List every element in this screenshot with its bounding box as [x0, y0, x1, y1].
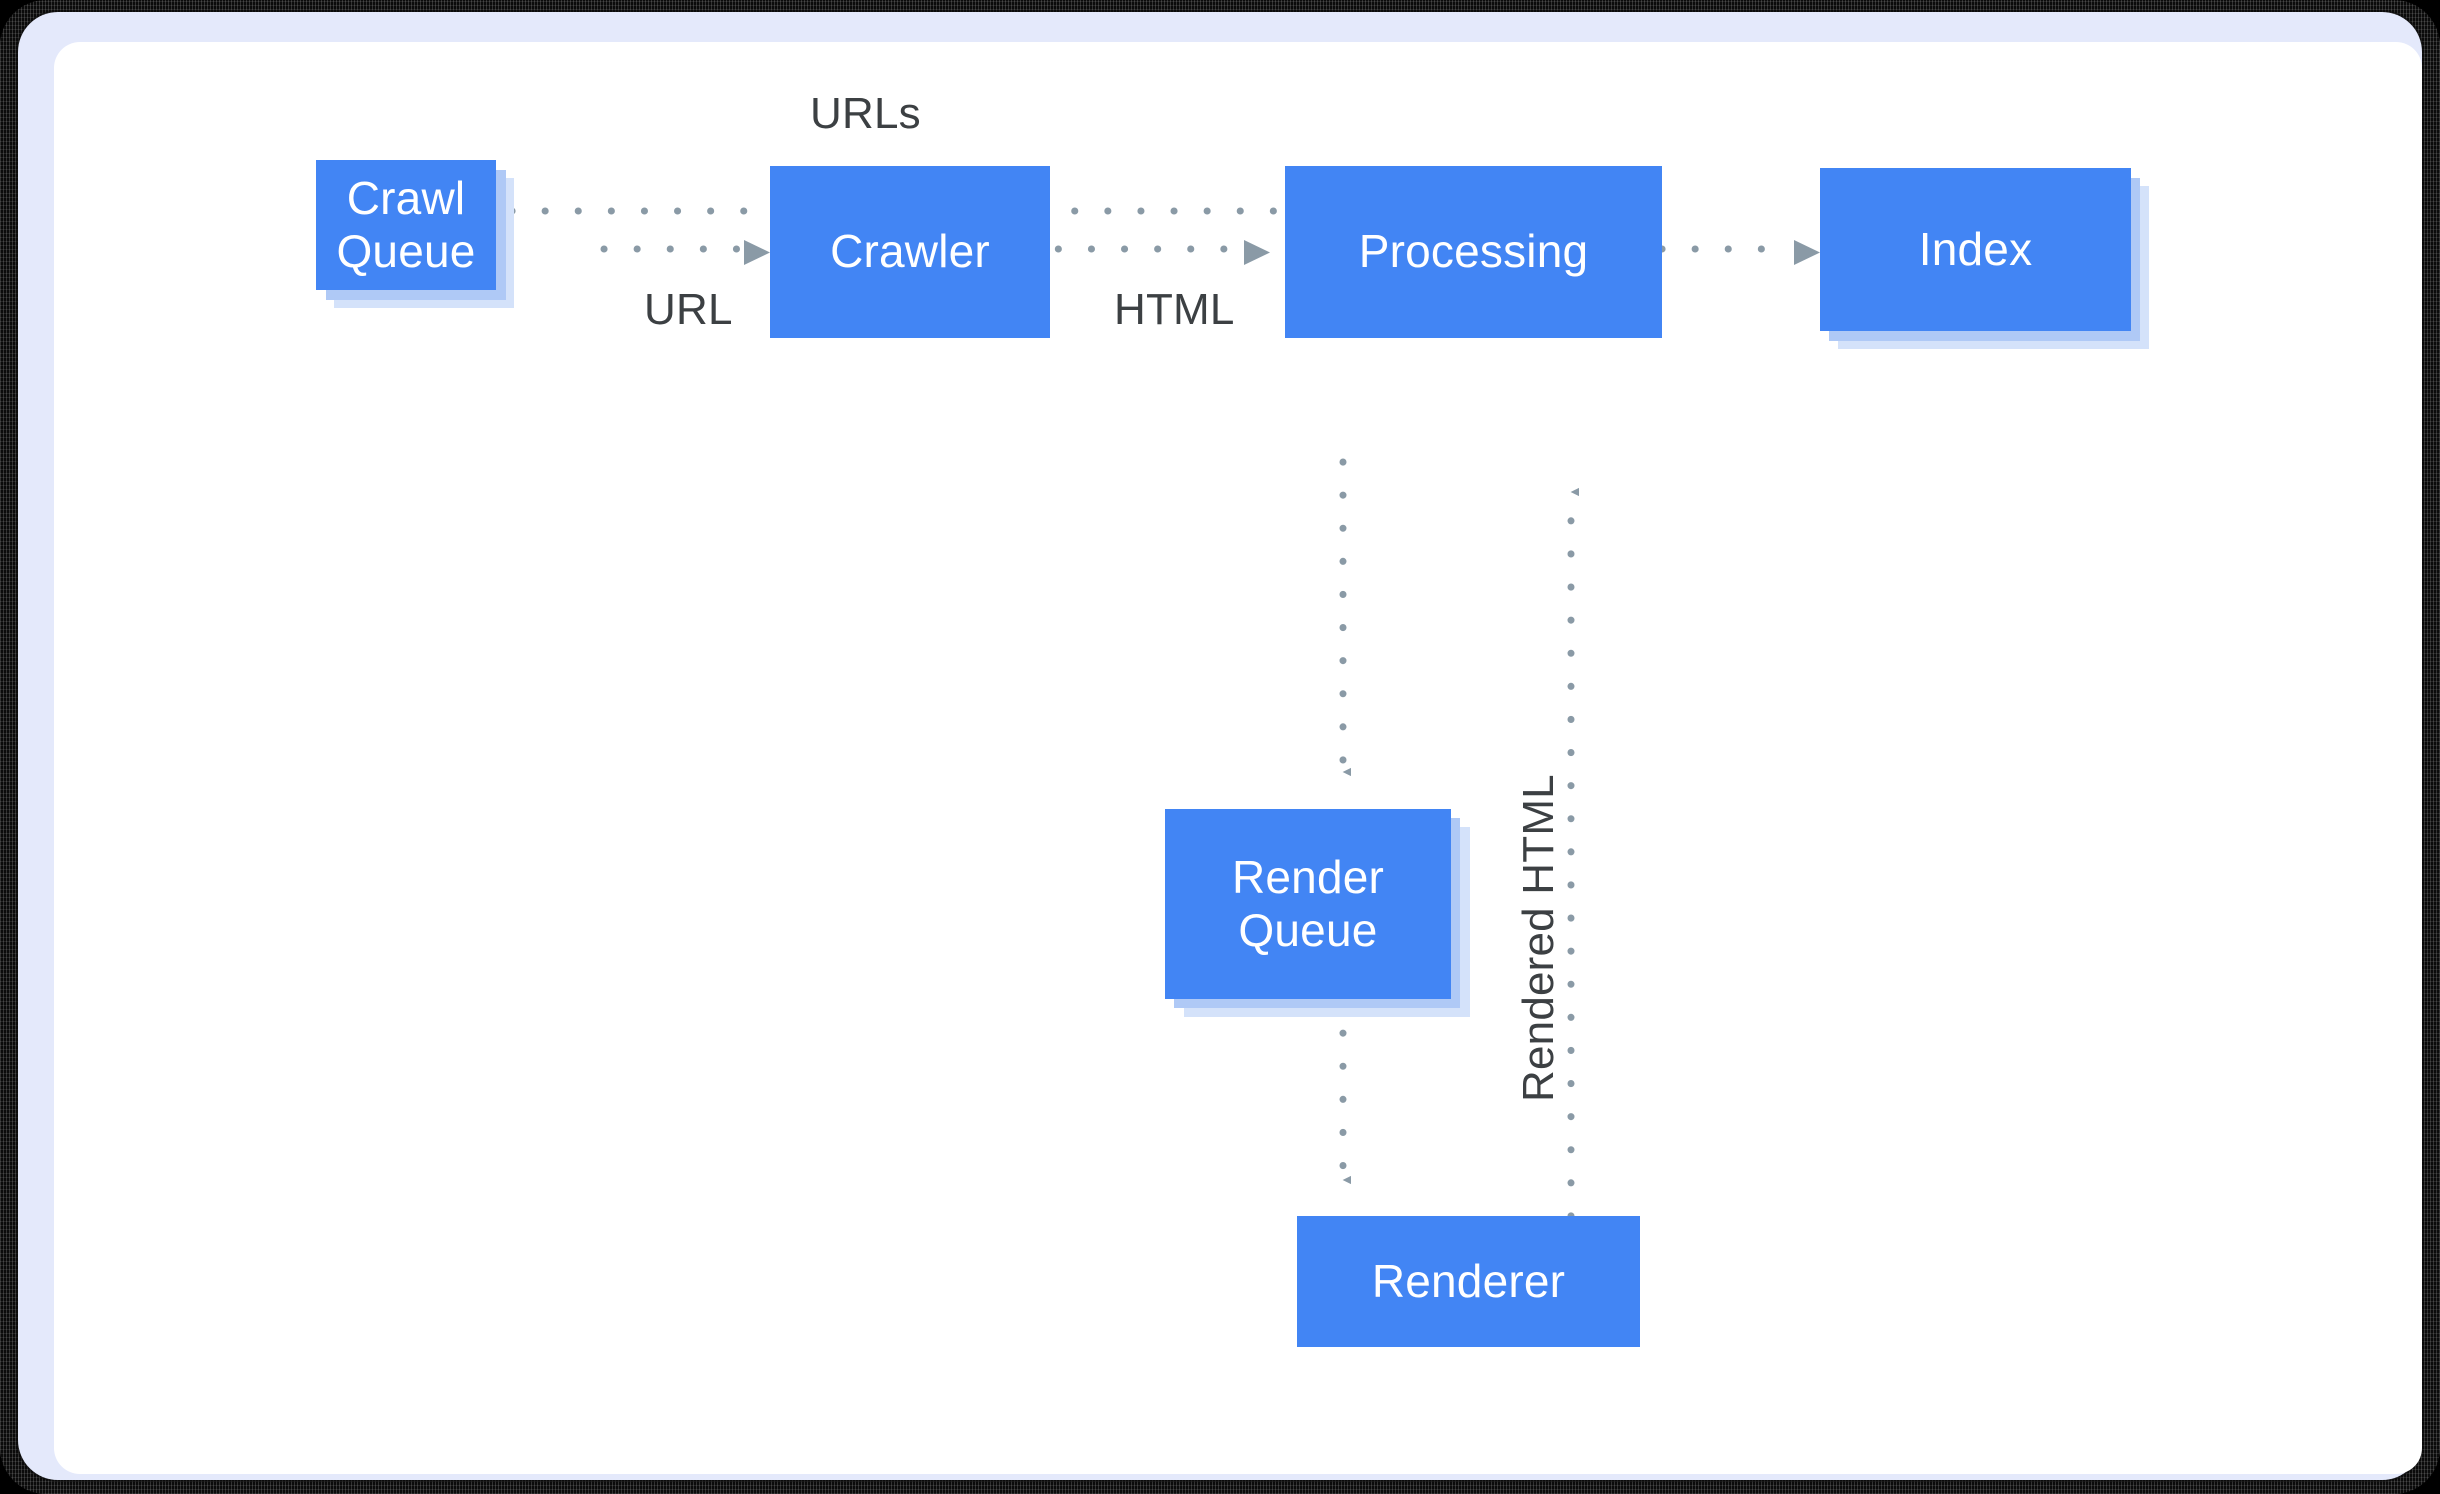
edge-label-rendered-html: Rendered HTML	[1514, 774, 1563, 1102]
diagram-card: Crawl Queue Crawler Processing Index Ren…	[54, 42, 2422, 1474]
edge-label-urls: URLs	[810, 89, 921, 138]
node-crawler[interactable]: Crawler	[770, 166, 1050, 338]
node-renderer[interactable]: Renderer	[1297, 1216, 1640, 1347]
arrowhead-url	[744, 240, 770, 265]
arrowhead-html	[1244, 240, 1270, 265]
node-crawl-queue[interactable]: Crawl Queue	[316, 160, 496, 290]
edge-label-html: HTML	[1114, 285, 1235, 334]
diagram-canvas: Crawl Queue Crawler Processing Index Ren…	[54, 42, 2422, 1474]
arrowhead-index	[1794, 240, 1820, 265]
node-render-queue[interactable]: Render Queue	[1165, 809, 1451, 999]
node-processing[interactable]: Processing	[1285, 166, 1662, 338]
horizontal-arrowheads	[744, 240, 1820, 265]
node-index[interactable]: Index	[1820, 168, 2131, 331]
card-outer-border: Crawl Queue Crawler Processing Index Ren…	[18, 12, 2422, 1480]
edge-label-url: URL	[644, 285, 733, 334]
